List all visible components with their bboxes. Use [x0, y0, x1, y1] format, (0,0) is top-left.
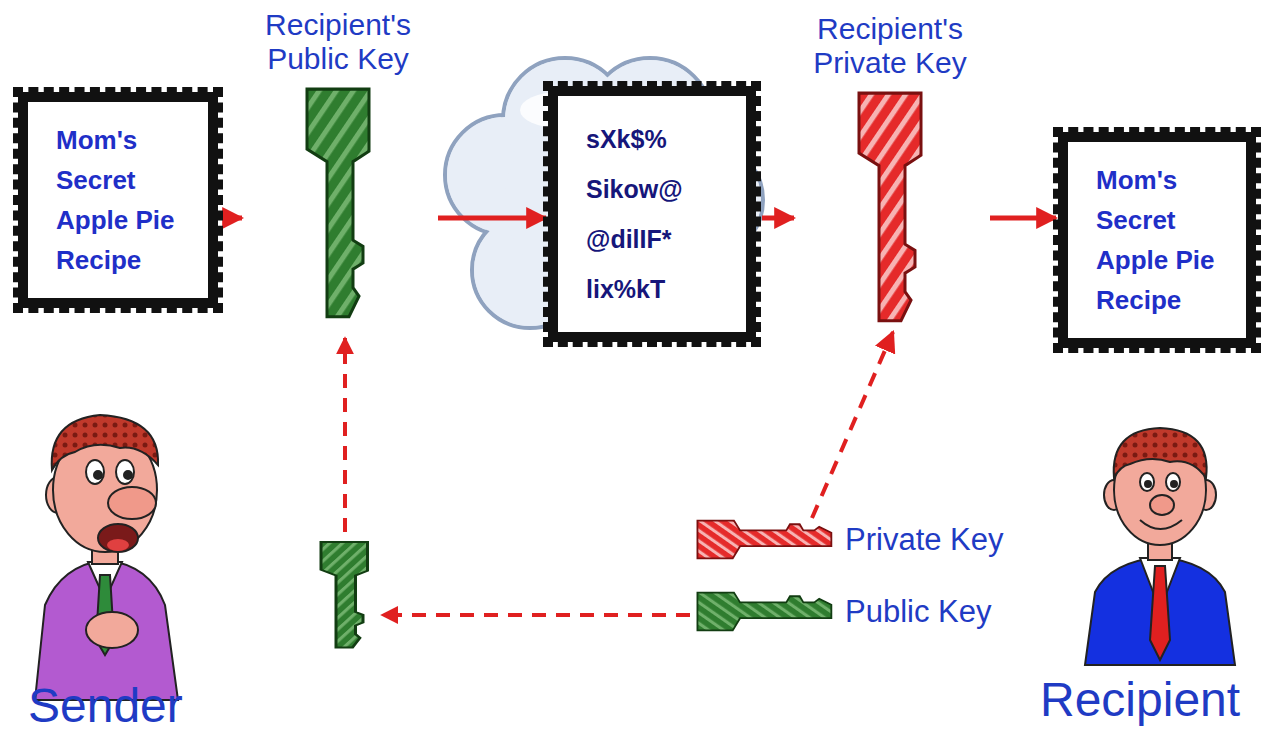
key-node: Recipient's Public Key: [244, 8, 432, 324]
sender-key: [321, 542, 368, 648]
arrow-connector: [812, 332, 893, 518]
key-node: Public Key: [695, 590, 991, 633]
key-node: Private Key: [695, 518, 1004, 561]
key-transfer-line: [382, 613, 690, 617]
node-text: Mom's Secret Apple Pie Recipe: [1096, 160, 1218, 320]
document-box: Mom's Secret Apple Pie Recipe: [1058, 132, 1256, 348]
person-label: Recipient: [1040, 672, 1240, 728]
node-text: Mom's Secret Apple Pie Recipe: [56, 120, 180, 280]
arrow-connector: [762, 216, 794, 221]
arrow-connector: [990, 216, 1056, 221]
node-text: Recipient's Private Key: [796, 12, 984, 80]
key-node: Recipient's Private Key: [796, 12, 984, 328]
key-shape: [695, 518, 835, 561]
document-box: Mom's Secret Apple Pie Recipe: [18, 92, 218, 308]
person-label: Sender: [28, 678, 183, 734]
node-text: sXk$% Sikow@ @dilIF* lix%kT: [586, 114, 718, 314]
node-text: Public Key: [845, 593, 991, 631]
arrow-connector: [224, 216, 242, 221]
node-text: Private Key: [845, 521, 1004, 559]
node-text: Recipient's Public Key: [244, 8, 432, 76]
key-transfer-line: [343, 338, 347, 532]
arrow-connector: [438, 216, 546, 221]
document-box: sXk$% Sikow@ @dilIF* lix%kT: [548, 86, 756, 342]
key-shape: [854, 88, 926, 328]
sender-figure: [35, 415, 178, 700]
recipient-figure: [1085, 428, 1235, 665]
key-shape: [695, 590, 835, 633]
key-shape: [302, 84, 374, 324]
